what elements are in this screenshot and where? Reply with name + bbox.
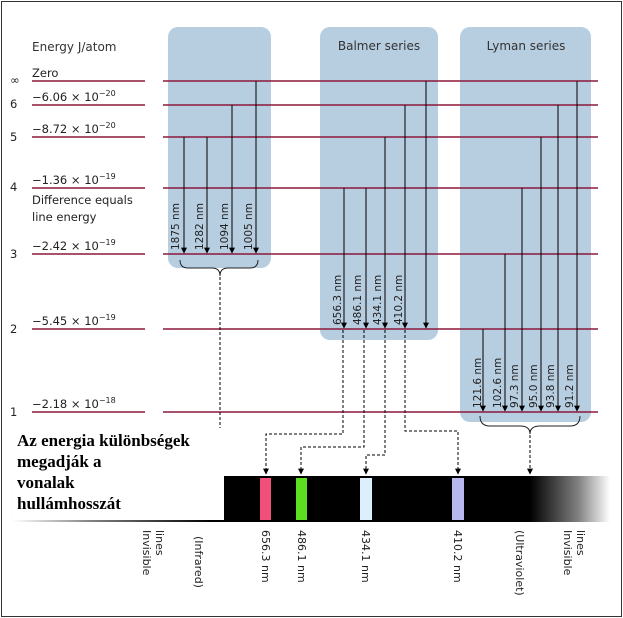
dashed-connectors: [217, 277, 533, 475]
spectral-line-656: [260, 478, 271, 520]
caption-line-4: hullámhosszát: [17, 494, 121, 513]
quantum-number: 6: [10, 97, 17, 111]
quantum-number: 5: [10, 130, 17, 144]
quantum-number: 4: [10, 180, 17, 194]
label-infrared: (Infrared): [192, 536, 205, 588]
energy-value: −2.18 × 10−18: [32, 396, 116, 411]
wavelength-label: 656.3 nm: [332, 275, 344, 325]
connector-486: [298, 330, 365, 475]
balmer-series-title: Balmer series: [338, 39, 420, 53]
wavelength-label: 95.0 nm: [528, 364, 540, 408]
label-invisible-right-1: Invisible: [561, 530, 574, 576]
wavelength-label: 97.3 nm: [509, 364, 521, 408]
lyman-series-title: Lyman series: [487, 39, 566, 53]
spectrum-labels: Invisible lines (Infrared) 656.3 nm 486.…: [140, 530, 587, 596]
connector-410: [404, 330, 461, 475]
label-invisible-left-2: lines: [153, 530, 166, 556]
wavelength-label: 91.2 nm: [564, 364, 576, 408]
label-invisible-left-1: Invisible: [140, 530, 153, 576]
quantum-number: 1: [10, 405, 17, 419]
energy-levels: ∞ Zero 6 −6.06 × 10−20 5 −8.72 × 10−20 4 −1.36 …: [10, 66, 598, 419]
caption-background: [14, 428, 224, 520]
wavelength-label: 410.2 nm: [393, 275, 405, 325]
label-434: 434.1 nm: [359, 530, 372, 583]
quantum-number: 2: [10, 322, 17, 336]
caption-line-1: Az energia különbségek: [17, 431, 190, 450]
label-ultraviolet: (Ultraviolet): [513, 530, 526, 596]
wavelength-label: 121.6 nm: [472, 358, 484, 408]
wavelength-label: 93.8 nm: [545, 364, 557, 408]
label-invisible-right-2: lines: [574, 530, 587, 556]
wavelength-labels: 1875 nm 1282 nm 1094 nm 1005 nm 656.3 nm 486.…: [170, 203, 576, 408]
wavelength-label: 434.1 nm: [372, 275, 384, 325]
label-410: 410.2 nm: [451, 530, 464, 583]
connector-656: [263, 330, 344, 475]
paschen-panel: [168, 27, 271, 268]
energy-axis-title: Energy J/atom: [32, 40, 117, 54]
energy-value: −1.36 × 10−19: [32, 172, 116, 187]
lyman-brace: [479, 415, 581, 435]
spectral-line-410: [452, 478, 464, 520]
wavelength-label: 1005 nm: [243, 203, 255, 250]
caption-line-2: megadják a: [17, 452, 102, 471]
wavelength-label: 1094 nm: [219, 203, 231, 250]
connector-434: [363, 330, 386, 475]
caption-line-3: vonalak: [17, 473, 75, 492]
energy-value: −5.45 × 10−19: [32, 313, 116, 328]
wavelength-label: 486.1 nm: [352, 275, 364, 325]
spectrum-right-fade: [530, 476, 610, 522]
energy-value: Zero: [32, 66, 58, 80]
note-line-1: Difference equals: [32, 193, 133, 207]
spectral-line-486: [296, 478, 307, 520]
note-line-2: line energy: [32, 210, 97, 224]
quantum-number: ∞: [10, 73, 20, 87]
wavelength-label: 102.6 nm: [492, 358, 504, 408]
wavelength-label: 1282 nm: [194, 203, 206, 250]
paschen-brace: [179, 259, 259, 277]
transition-arrows: [181, 81, 580, 412]
label-656: 656.3 nm: [259, 530, 272, 583]
spectral-line-434: [360, 478, 372, 520]
energy-value: −8.72 × 10−20: [32, 121, 116, 136]
energy-value: −2.42 × 10−19: [32, 238, 116, 253]
wavelength-label: 1875 nm: [170, 203, 182, 250]
quantum-number: 3: [10, 247, 17, 261]
label-486: 486.1 nm: [295, 530, 308, 583]
energy-value: −6.06 × 10−20: [32, 89, 116, 104]
